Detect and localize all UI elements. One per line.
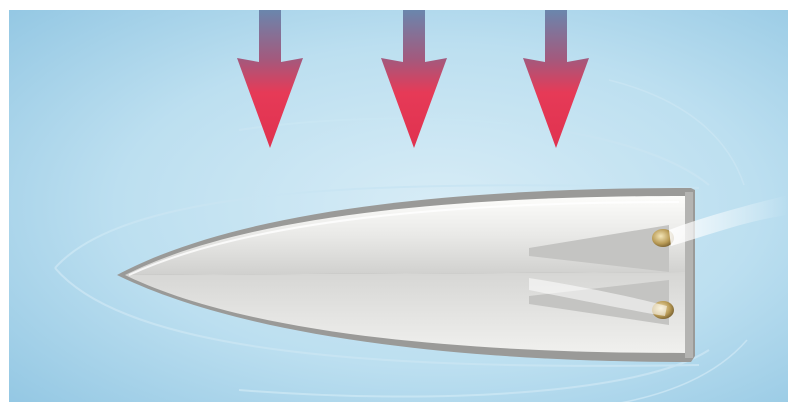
boat-illustration xyxy=(9,10,788,402)
hull-stern xyxy=(685,192,693,358)
boat-scene xyxy=(9,10,788,402)
